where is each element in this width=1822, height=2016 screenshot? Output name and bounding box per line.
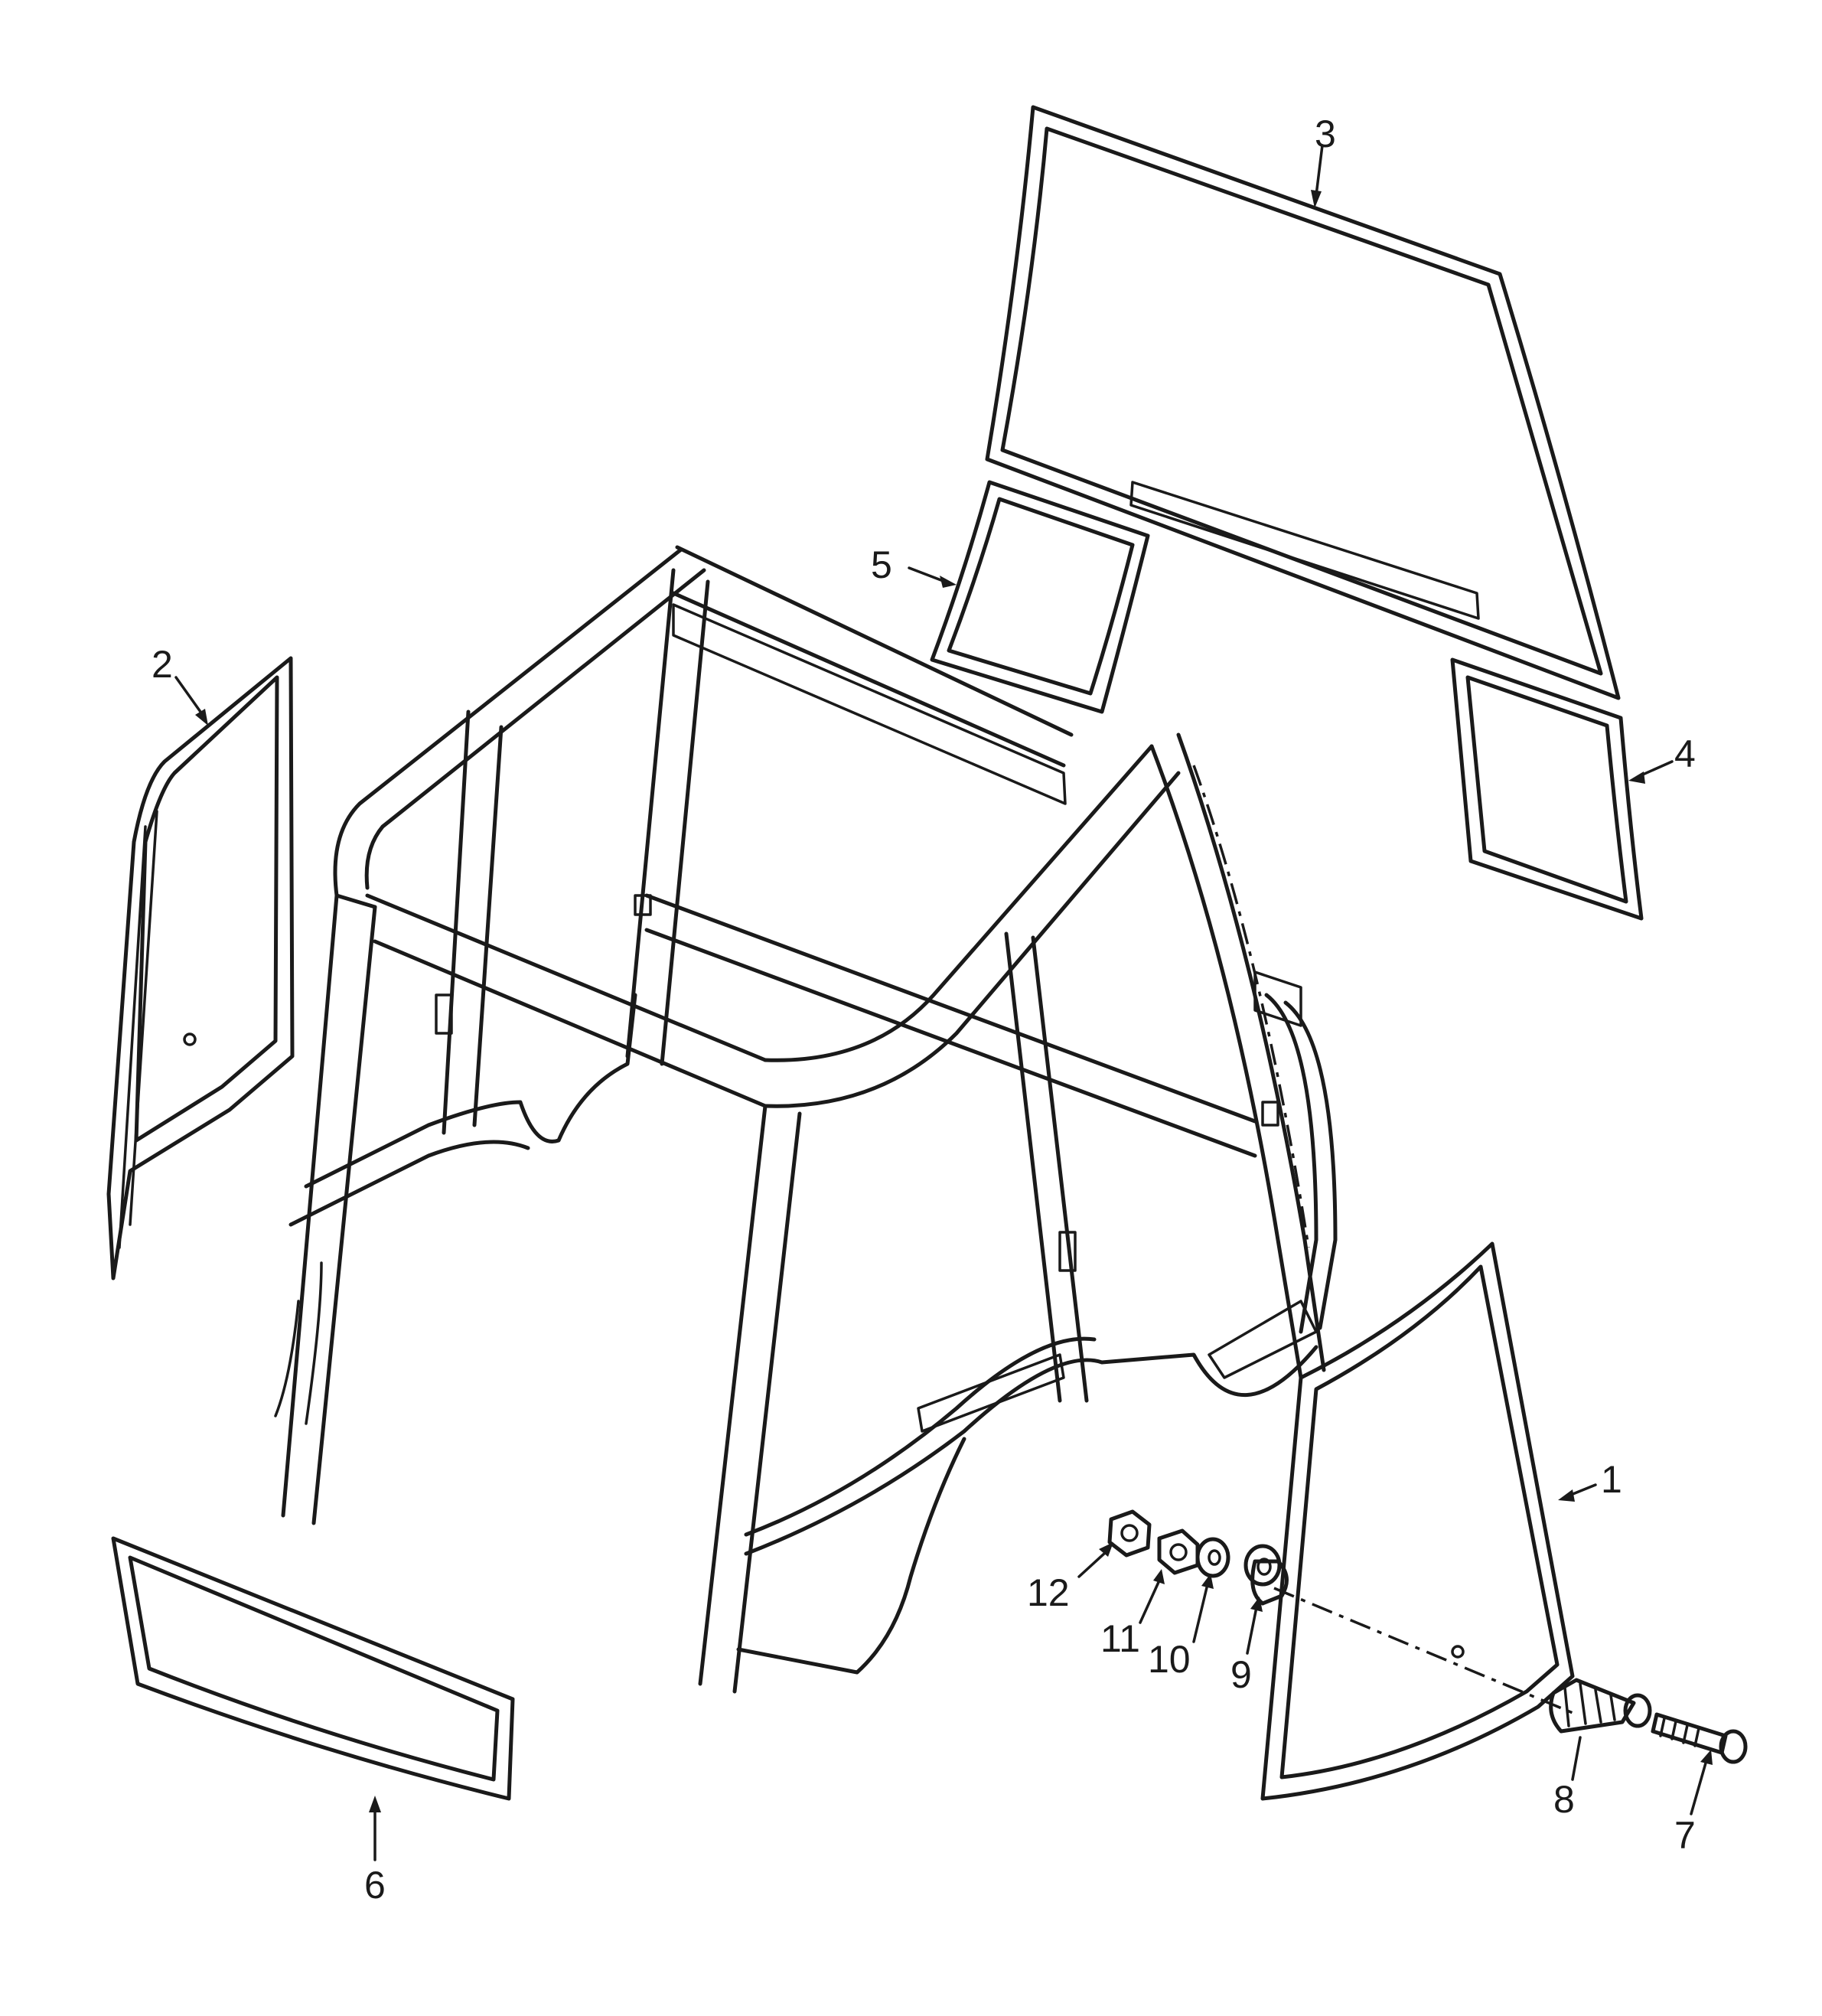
part-4-small-glass[interactable] (1450, 657, 1644, 921)
part-1-door-glass[interactable] (1260, 1241, 1575, 1801)
callout-1: 1 (1601, 1458, 1622, 1501)
part-11-spacer[interactable] (1157, 1528, 1200, 1575)
part-10-washer[interactable] (1195, 1537, 1230, 1578)
callout-12: 12 (1027, 1571, 1070, 1614)
cab-frame[interactable] (274, 545, 1338, 1694)
part-12-nut[interactable] (1107, 1509, 1152, 1558)
callout-5: 5 (871, 543, 892, 586)
hardware-axis-line (1273, 1587, 1577, 1716)
callout-4: 4 (1674, 732, 1696, 775)
part-2-side-glass[interactable] (106, 656, 295, 1280)
callout-7: 7 (1674, 1814, 1696, 1857)
callout-2: 2 (152, 643, 173, 686)
callout-9: 9 (1230, 1653, 1252, 1696)
callout-11: 11 (1100, 1617, 1140, 1660)
part-8-grommet[interactable] (1549, 1678, 1652, 1734)
callout-6: 6 (364, 1864, 386, 1907)
callout-3: 3 (1315, 113, 1336, 155)
callout-labels: 3 5 4 2 1 6 12 11 10 9 8 7 (152, 113, 1696, 1907)
callout-8: 8 (1553, 1778, 1575, 1821)
part-3-rear-glass[interactable] (985, 105, 1621, 700)
part-6-lower-glass[interactable] (111, 1536, 515, 1801)
part-7-bolt[interactable] (1651, 1712, 1748, 1764)
part-5-small-glass[interactable] (930, 480, 1150, 714)
leader-lines (174, 144, 1713, 1861)
part-9-bushing[interactable] (1243, 1544, 1289, 1606)
callout-10: 10 (1148, 1638, 1191, 1681)
